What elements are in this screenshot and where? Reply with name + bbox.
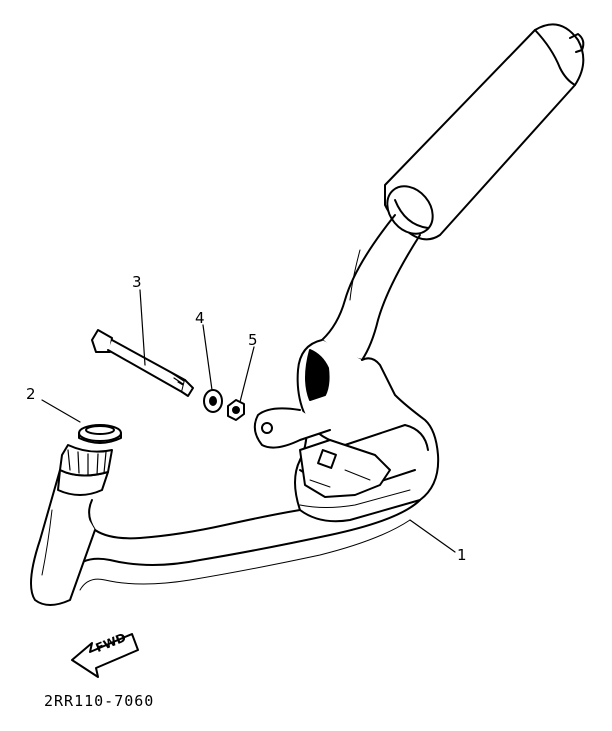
callout-4: 4 <box>195 309 205 327</box>
mid-pipe <box>322 215 420 360</box>
callout-3: 3 <box>132 273 142 291</box>
bolt <box>92 330 193 396</box>
callout-5: 5 <box>248 331 258 349</box>
callout-2: 2 <box>26 385 36 403</box>
leader-lines <box>42 290 455 552</box>
nut <box>228 400 244 420</box>
front-pipe <box>31 445 112 605</box>
muffler <box>378 24 583 242</box>
gasket <box>79 425 121 443</box>
washer <box>204 390 222 412</box>
mount-tab <box>255 408 330 447</box>
part-number: 2RR110-7060 <box>44 692 155 710</box>
expansion-chamber <box>295 340 438 521</box>
header-pipe <box>48 455 438 600</box>
fwd-arrow <box>72 634 138 677</box>
callout-1: 1 <box>457 546 467 564</box>
